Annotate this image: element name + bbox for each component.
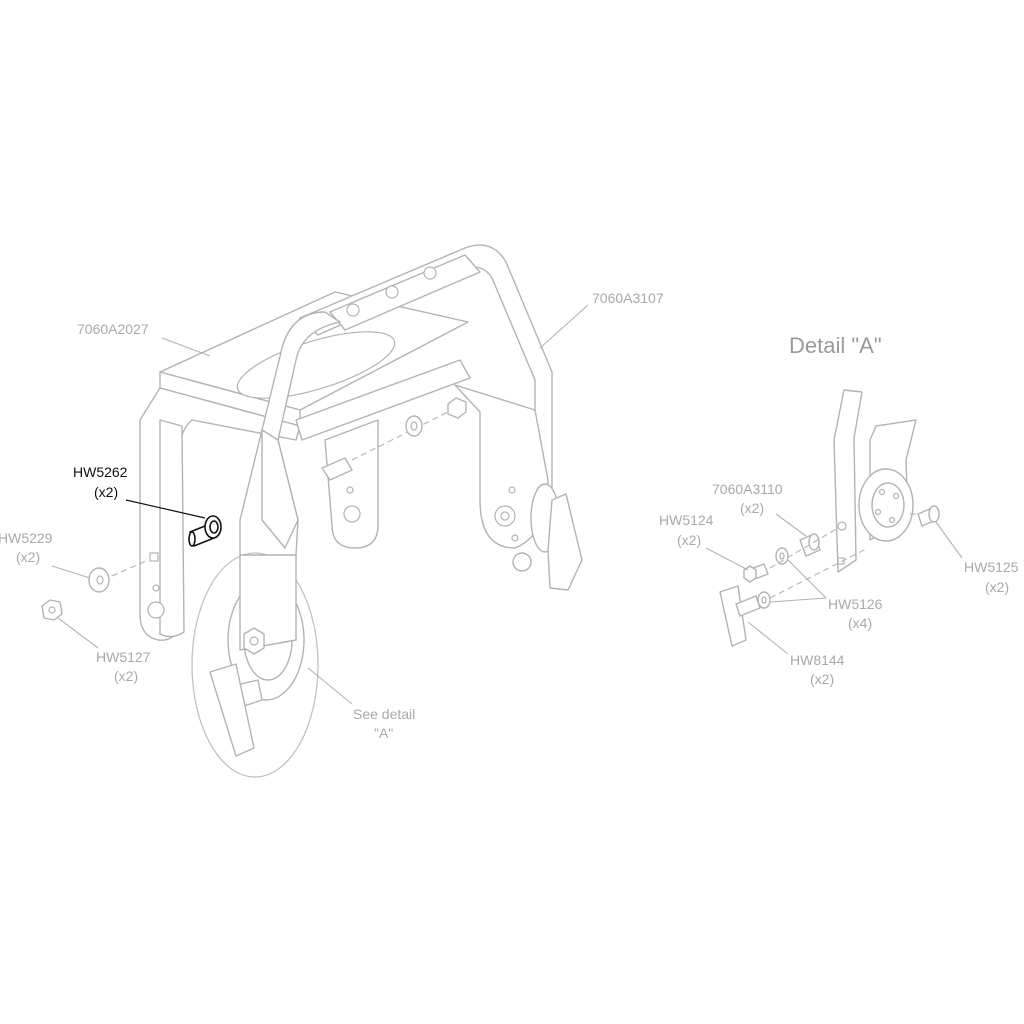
label-nut-left-part: HW5127	[96, 649, 151, 665]
front-pivot-nut-hole	[249, 636, 259, 646]
detail-disc-hole-a	[878, 488, 886, 496]
left-washer-hole	[96, 575, 104, 585]
detail-bracket-hole	[837, 521, 847, 531]
detail-bracket-square	[837, 557, 845, 565]
highlighted-screw-socket	[209, 520, 219, 534]
highlighted-screw-tip	[188, 531, 196, 547]
rear-right-pivot-inner	[500, 511, 510, 521]
label-frame-front: 7060A2027	[77, 321, 149, 337]
leader-spacer-detail	[775, 513, 807, 537]
leader-screw-detail	[935, 521, 963, 559]
label-spacer-detail-part: 7060A3110	[712, 481, 783, 497]
rear-nut-icon	[447, 397, 467, 419]
top-bar-hole-3	[423, 266, 437, 280]
detail-knob-icon	[719, 585, 747, 647]
leader-washer-detail-b	[769, 597, 827, 603]
rear-left-bolt	[321, 457, 353, 481]
top-bar-hole-2	[385, 285, 399, 299]
leader-washer-detail-a	[787, 559, 827, 599]
front-pivot-plate	[239, 554, 297, 651]
label-washer-detail-part: HW5126	[828, 596, 883, 612]
left-nut-hole	[48, 606, 56, 614]
label-bolt-detail-part: HW5124	[659, 512, 714, 528]
leader-frame-rear	[539, 304, 589, 349]
label-washer-left-qty: (x2)	[16, 549, 40, 565]
detail-disc-hole-d	[892, 492, 900, 500]
label-frame-rear: 7060A3107	[592, 290, 664, 306]
front-left-leg-square	[149, 552, 159, 562]
leader-bolt-detail	[705, 547, 749, 571]
detail-bracket-plate	[833, 389, 863, 573]
detail-disc-hole-c	[874, 508, 882, 516]
label-screw-highlighted-qty: (x2)	[94, 484, 118, 500]
rear-left-leg	[324, 419, 379, 549]
detail-axis-upper	[769, 527, 839, 569]
rear-right-knob-icon	[547, 493, 583, 591]
detail-disc-hole-b	[888, 516, 896, 524]
front-left-leg-small	[152, 584, 160, 592]
front-frame-arch-inner	[261, 429, 299, 549]
leader-screw-highlighted	[125, 499, 206, 519]
rear-washer-inner	[410, 421, 418, 431]
label-knob-detail-part: HW8144	[790, 652, 845, 668]
front-knob-handle-icon	[209, 663, 255, 757]
see-detail-line2: "A"	[374, 725, 393, 741]
rear-right-hole-b	[511, 534, 519, 542]
main-assembly	[41, 244, 583, 778]
rear-right-hole-a	[508, 486, 516, 494]
label-screw-highlighted-part: HW5262	[73, 464, 128, 480]
label-bolt-detail-qty: (x2)	[677, 532, 701, 548]
top-bar-hole-1	[346, 303, 360, 317]
detail-a-circle	[191, 552, 319, 778]
leader-see-detail	[307, 667, 353, 705]
label-screw-detail-part: HW5125	[964, 559, 1019, 575]
label-washer-left-part: HW5229	[0, 530, 53, 546]
front-cross-bar	[295, 359, 471, 441]
detail-washer-1-hole	[779, 552, 785, 560]
label-nut-left-qty: (x2)	[114, 668, 138, 684]
label-spacer-detail-qty: (x2)	[740, 500, 764, 516]
detail-a-title: Detail "A"	[789, 333, 882, 358]
label-knob-detail-qty: (x2)	[810, 671, 834, 687]
main-labels: 7060A2027 7060A3107 HW5262 (x2) HW5229 (…	[0, 290, 664, 741]
rear-left-leg-hole	[343, 505, 361, 523]
detail-knob-shaft	[735, 595, 761, 617]
detail-disc-inner	[871, 482, 905, 528]
detail-screw-head	[928, 505, 940, 523]
detail-a: Detail "A" 7060A3	[659, 333, 1019, 687]
leader-washer-left	[51, 565, 91, 579]
leader-nut-left	[57, 617, 99, 649]
see-detail-line1: See detail	[353, 706, 415, 722]
front-left-leg-face	[159, 419, 185, 638]
label-washer-detail-qty: (x4)	[848, 615, 872, 631]
rear-left-leg-small	[346, 486, 354, 494]
leader-knob-detail	[747, 621, 789, 655]
rear-right-nut	[512, 552, 532, 572]
left-axis-line	[111, 559, 149, 577]
label-screw-detail-qty: (x2)	[985, 579, 1009, 595]
detail-axis-lower	[769, 547, 869, 599]
rear-frame-top-bar	[329, 254, 481, 331]
detail-washer-2-hole	[761, 596, 767, 604]
leader-frame-front	[161, 337, 211, 357]
front-left-leg-hole	[147, 601, 165, 619]
